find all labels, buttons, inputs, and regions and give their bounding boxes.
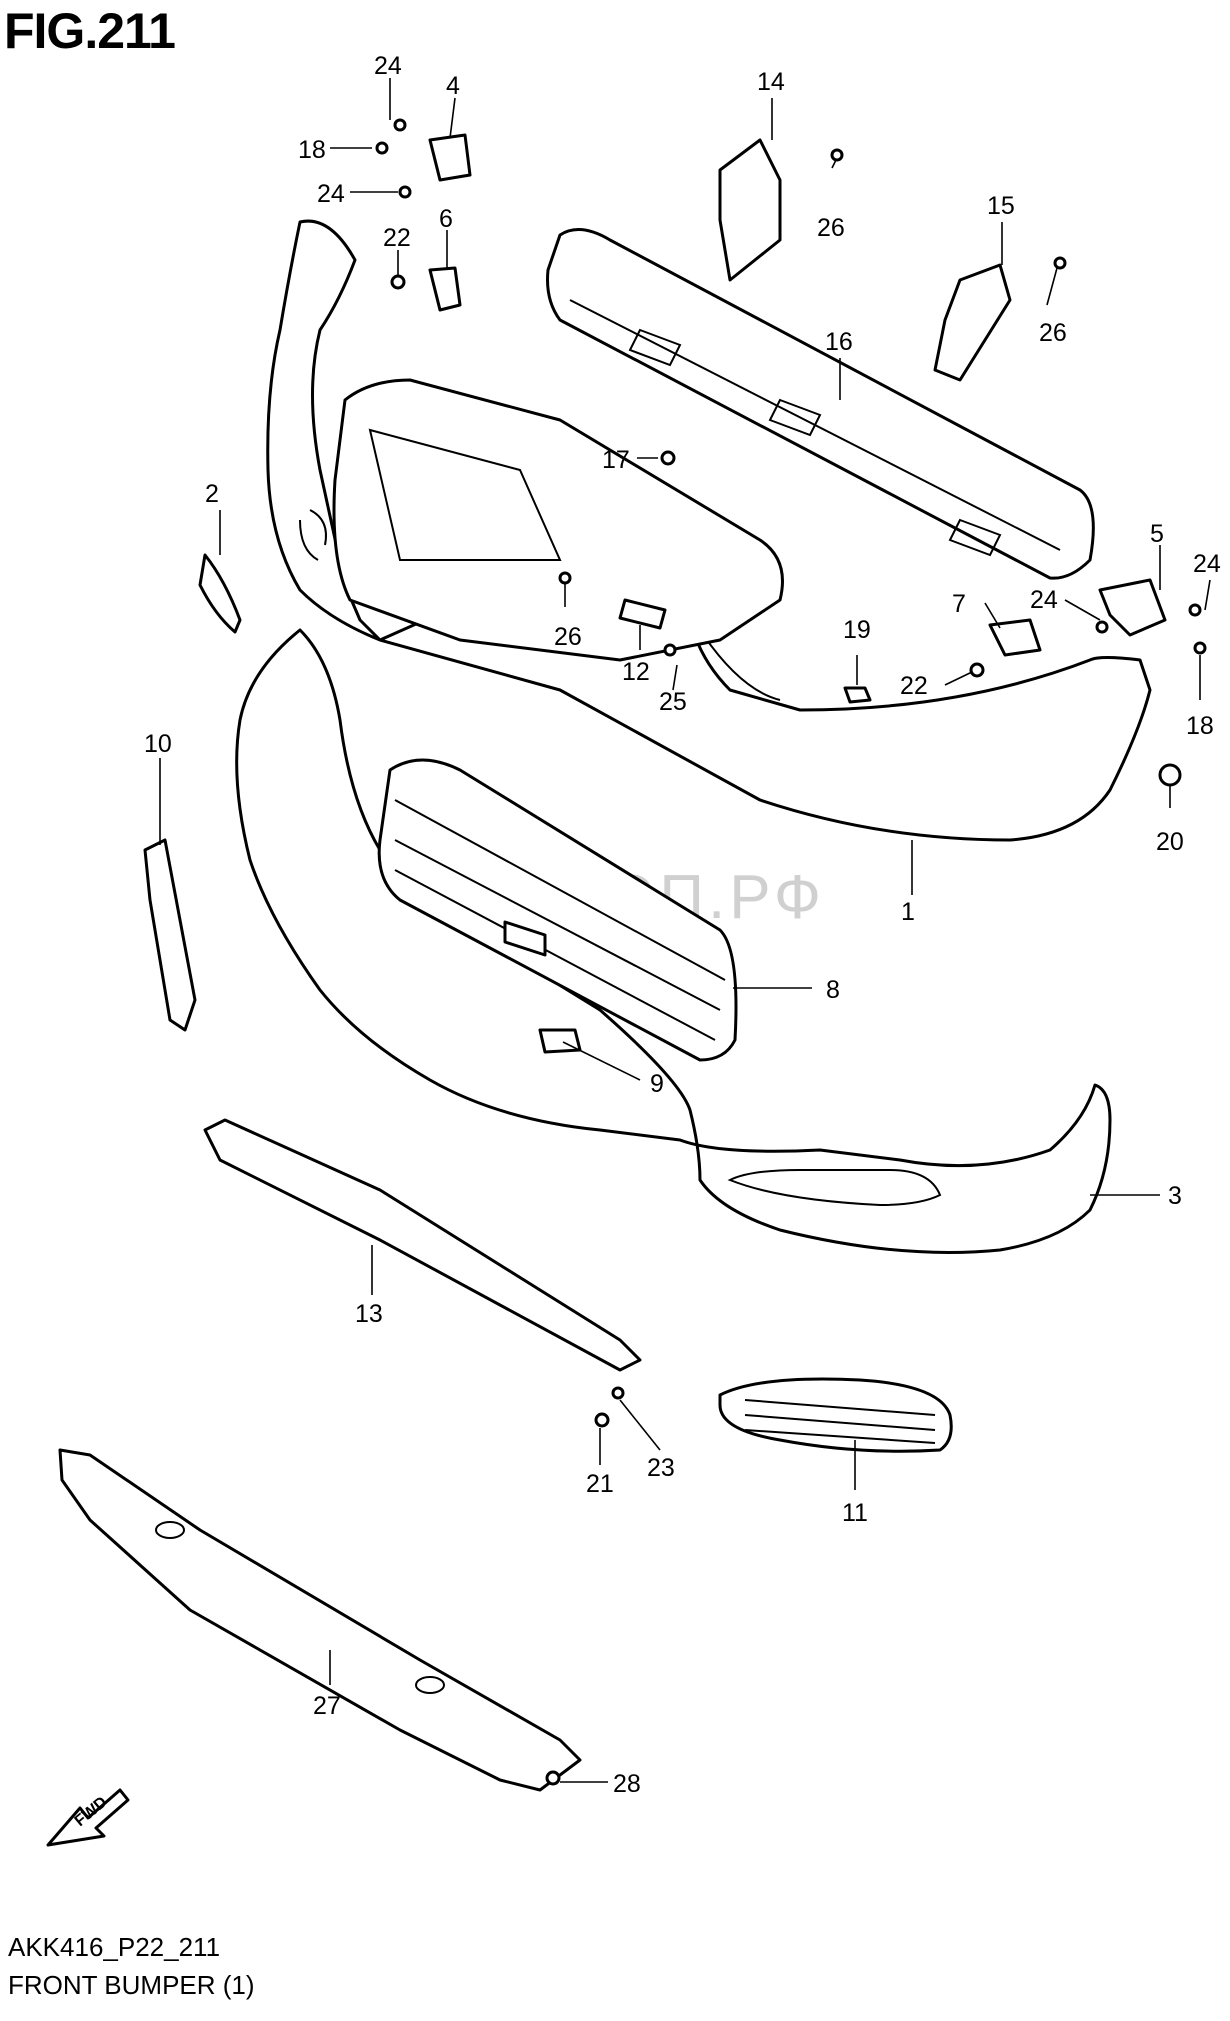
callout-17: 17: [602, 446, 630, 474]
part-16-reinforcement[interactable]: [546, 228, 1095, 580]
callout-28: 28: [613, 1770, 641, 1798]
callout-13: 13: [355, 1300, 383, 1328]
callout-20: 20: [1156, 828, 1184, 856]
callout-21: 21: [586, 1470, 614, 1498]
callout-11: 11: [842, 1499, 868, 1527]
part-7-bracket[interactable]: [988, 618, 1042, 657]
leader-lines: [159, 78, 1211, 1783]
part-11-fog-cover[interactable]: [718, 1377, 953, 1453]
callout-2: 2: [205, 480, 219, 508]
figure-code: AKK416_P22_211: [8, 1932, 221, 1962]
callout-6: 6: [439, 205, 453, 233]
callouts: 1 2 3 4 5 6 7 8 9 10 11 12 13 14 15 16 1…: [144, 52, 1221, 1798]
callout-1: 1: [901, 898, 915, 926]
callout-14: 14: [757, 68, 785, 96]
fwd-arrow-icon: FWD: [46, 1788, 130, 1847]
callout-5: 5: [1150, 520, 1164, 548]
callout-19: 19: [843, 616, 871, 644]
part-1-frame[interactable]: [332, 378, 784, 662]
part-10-side-bracket[interactable]: [143, 838, 197, 1032]
part-2-tow-cap[interactable]: [198, 553, 242, 634]
part-14-bracket[interactable]: [718, 138, 782, 282]
callout-26b: 26: [817, 214, 845, 242]
callout-8: 8: [826, 976, 840, 1004]
callout-26a: 26: [554, 623, 582, 651]
callout-26c: 26: [1039, 319, 1067, 347]
callout-25: 25: [659, 688, 687, 716]
part-15-bracket[interactable]: [933, 263, 1012, 382]
callout-15: 15: [987, 192, 1015, 220]
figure-name: FRONT BUMPER (1): [8, 1970, 255, 2000]
part-6-bracket[interactable]: [428, 266, 462, 312]
part-9-emblem[interactable]: [538, 1028, 582, 1054]
figure-title: FIG.211: [4, 3, 176, 59]
part-27-lower-member[interactable]: [58, 1448, 582, 1792]
callout-4: 4: [446, 72, 460, 100]
callout-24a: 24: [374, 52, 402, 80]
callout-16: 16: [825, 328, 853, 356]
callout-23: 23: [647, 1454, 675, 1482]
callout-18b: 18: [1186, 712, 1214, 740]
part-8-grille[interactable]: [377, 758, 738, 1062]
part-13-lower-trim[interactable]: [203, 1118, 642, 1372]
callout-18a: 18: [298, 136, 326, 164]
callout-24d: 24: [1193, 550, 1221, 578]
part-12-clip[interactable]: [618, 598, 667, 630]
callout-24c: 24: [1030, 586, 1058, 614]
callout-24b: 24: [317, 180, 345, 208]
part-5-bracket[interactable]: [1098, 578, 1167, 637]
callout-22b: 22: [900, 672, 928, 700]
callout-12: 12: [622, 658, 650, 686]
callout-3: 3: [1168, 1182, 1182, 1210]
callout-27: 27: [313, 1692, 341, 1720]
part-4-bracket[interactable]: [428, 133, 472, 182]
callout-10: 10: [144, 730, 172, 758]
callout-22a: 22: [383, 224, 411, 252]
fasteners: [375, 118, 1207, 1786]
callout-7: 7: [952, 590, 966, 618]
callout-9: 9: [650, 1070, 664, 1098]
